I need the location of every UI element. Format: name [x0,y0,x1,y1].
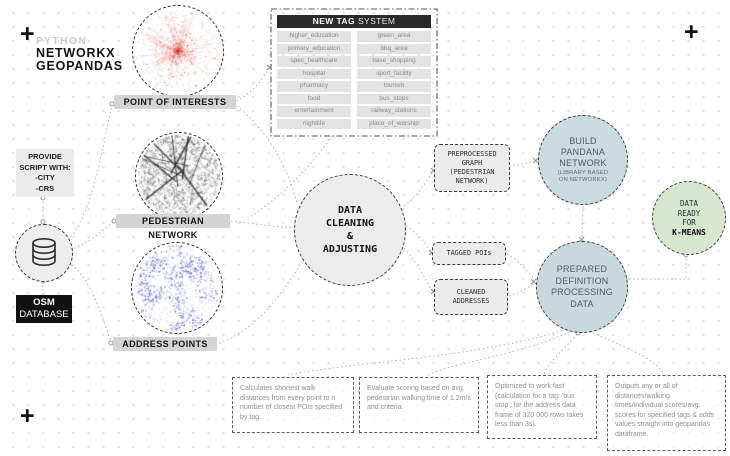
artifact-line: PREPROCESSED [447,150,497,158]
poi-map-circle [132,5,224,97]
pandana-line: BUILD [569,136,597,146]
build-pandana-circle: BUILD PANDANA NETWORK (LIBRARY BASED ON … [538,115,628,205]
tag-box-border [270,8,438,137]
corner-plus-bottom-left: + [20,402,35,430]
tag-pill: tourism [357,81,431,92]
tag-pill: higher_education [277,31,351,42]
tag-pill: place_of_worship [357,118,431,129]
label-pedestrian-network: PEDESTRIAN NETWORK [116,214,230,240]
cleaning-line: & [346,231,354,242]
data-cleaning-circle: DATA CLEANING & ADJUSTING [294,174,406,286]
tag-pill: spec_healthcare [277,56,351,67]
tag-pill: nightlife [277,118,351,129]
provide-line: -CRS [35,183,55,193]
pandana-sub: (LIBRARY BASED [557,170,609,176]
provide-script-box: PROVIDE SCRIPT WITH: -CITY -CRS [16,149,74,197]
artifact-line: ADDRESSES [452,297,490,305]
kmeans-line: FOR [682,218,696,227]
tag-pill: sport_facility [357,68,431,79]
pedestrian-map-image [136,133,222,219]
x-connector-marks [266,64,585,295]
artifact-line: NETWORK) [455,177,489,185]
pandana-subline: (LIBRARY BASED ON NETWORKX) [558,170,609,184]
tag-pill: railway_stations [357,106,431,117]
kmeans-line: READY [677,208,701,218]
osm-name: OSM [33,297,55,308]
pandana-line: PANDANA [560,147,606,157]
tag-pill: base_shopping [357,56,431,67]
corner-plus-top-left: + [20,20,35,48]
geopandas-label: GEOPANDAS [36,59,123,73]
corner-plus-top-right: + [684,18,699,46]
provide-line: -CITY [35,173,55,182]
tag-header-light: SYSTEM [357,16,396,26]
title-block: PYTHON NETWORKX GEOPANDAS [36,36,123,73]
python-label: PYTHON [36,36,88,47]
tag-pill: bbq_area [357,43,431,54]
provide-line: SCRIPT WITH: [19,162,71,172]
prepared-line: PREPARED [556,264,608,274]
tag-grid: higher_education green_area primary_educ… [277,31,431,129]
osm-type: DATABASE [19,309,69,320]
note-shortest-walk: Calculates shortest walk distances from … [232,377,354,433]
cleaning-line: ADJUSTING [322,244,378,255]
pandana-line: NETWORK [559,158,607,168]
kmeans-strong-line: K-MEANS [672,227,706,237]
note-scoring: Evaluate scoring based on avg. pedestria… [359,377,479,433]
networkx-label: NETWORKX [36,46,116,60]
artifact-line: TAGGED POIs [446,249,492,257]
prepared-line: PROCESSING [550,287,613,297]
note-optimized: Optimized to work fast (calculation for … [487,375,597,439]
label-address-points: ADDRESS POINTS [113,337,217,351]
tag-pill: bus_stops [357,93,431,104]
poi-map-image [133,6,223,96]
tag-pill: primary_education [277,43,351,54]
tag-pill: food [277,93,351,104]
tag-pill: green_area [357,31,431,42]
kmeans-ready-circle: DATA READY FOR K-MEANS [652,181,726,255]
prepared-line: DEFINITION [555,275,609,286]
osm-database-label: OSM DATABASE [16,295,72,323]
kmeans-line: DATA [679,199,699,208]
tag-pill: pharmacy [277,81,351,92]
provide-line: PROVIDE [28,152,62,161]
pedestrian-map-circle [135,132,223,220]
artifact-line: (PEDESTRIAN [449,168,495,176]
prepared-line: DATA [570,298,594,309]
tagged-pois-box: TAGGED POIs [432,242,506,265]
preprocessed-graph-box: PREPROCESSED GRAPH (PEDESTRIAN NETWORK) [434,144,510,192]
tag-pill: entertainment [277,106,351,117]
address-map-circle [131,242,223,334]
label-point-of-interests: POINT OF INTERESTS [114,95,236,109]
address-map-image [132,243,222,333]
cleaning-line: DATA [337,205,363,216]
artifact-line: GRAPH [461,159,483,167]
database-icon [32,238,56,267]
osm-database-circle [15,224,73,282]
tag-header-strong: NEW TAG [312,16,355,26]
cleaned-addresses-box: CLEANED ADDRESSES [434,279,508,315]
tag-pill: hospital [277,68,351,79]
pandana-sub: ON NETWORKX) [558,177,608,183]
artifact-line: CLEANED [456,288,486,296]
note-outputs: Outputs any or all of distances/walking … [607,375,726,451]
prepared-data-circle: PREPARED DEFINITION PROCESSING DATA [536,241,628,333]
cleaning-line: CLEANING [325,218,375,229]
